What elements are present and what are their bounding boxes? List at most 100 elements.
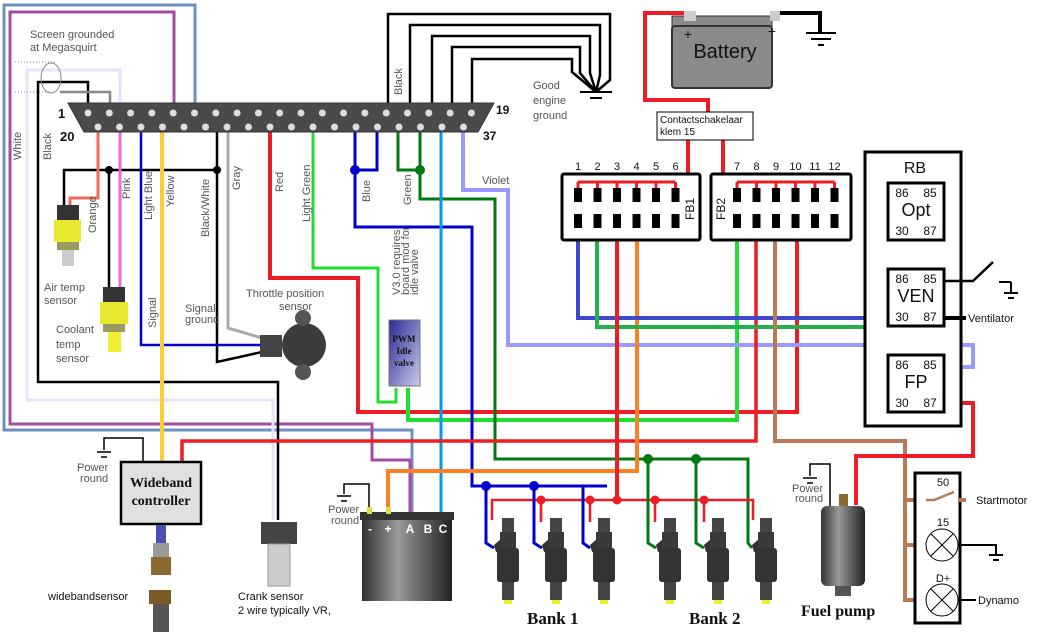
connector-pin [288,123,295,131]
pin-label-1: 1 [58,106,65,121]
fuse-slot [652,188,660,202]
fuse-slot [671,188,680,202]
wire-blue-inj2 [532,486,543,550]
coil-power-ground-label: Power [328,504,360,516]
wire-red-battery [643,11,710,112]
fuse-slot [613,214,621,228]
label-black-white: Black/White [200,179,212,237]
air-temp-sensor [54,205,81,266]
junction-dot [536,495,546,505]
connector-pin [374,123,381,131]
coil-pin-label: - [368,522,372,536]
battery-ground-symbol [806,32,836,46]
fuse-slot [632,188,641,202]
wire-orange [68,127,100,205]
fuse-slot [593,214,602,228]
wire-ground-3 [430,34,598,113]
power-ground-symbol [97,437,144,462]
label-orange: Orange [87,196,99,233]
wire-green-down [418,170,750,536]
ventilator-label: Ventilator [968,313,1014,325]
wire-green [396,127,422,172]
fuse-slot [791,188,800,202]
label-pink: Pink [121,177,133,199]
fuse-slot [811,214,819,228]
connector-pin [84,109,92,117]
wire-blue-inj [484,486,495,550]
coil-pin-label: C [439,522,448,536]
svg-text:86: 86 [895,186,909,200]
connector-pin [202,123,209,131]
connector-pin [318,109,326,117]
junction-dot [529,481,539,491]
fuse-number: 9 [773,161,779,173]
power-ground-label: Power [77,462,109,474]
dynamo-label: Dynamo [978,595,1019,607]
fuse-number: 2 [594,161,600,173]
connector-pins-bottom [94,123,467,131]
ignition-switch-box: Contactschakelaar klem 15 [656,111,754,141]
coolant-temp-sensor [100,287,128,352]
coolant-temp-label-2: temp [56,339,80,351]
label-green: Green [402,174,414,205]
connector-pin [438,123,446,131]
junction-dot [481,481,491,491]
wire-red-rail [490,498,755,520]
db37-connector: 1 20 19 37 [58,102,510,144]
throttle-position-sensor [260,310,326,380]
connector-pin [159,123,166,131]
tps-label: Throttle position [246,288,324,300]
fuse-slot [752,214,761,228]
ground-symbol [580,91,612,99]
junction-dot [415,165,425,175]
fuse-slot [574,188,582,202]
fuse-number: 7 [734,161,740,173]
svg-text:30: 30 [895,310,909,324]
coil-ground-symbol [337,483,370,507]
fuse-box-fb1: FB1 [560,172,702,242]
label-black-ground: Black [393,68,405,95]
svg-text:87: 87 [923,224,937,238]
wire-light-blue-signal [139,127,262,347]
wire-green-inj3 [746,520,754,549]
svg-text:+: + [684,26,692,42]
air-temp-label-2: sensor [44,295,77,307]
label-white: White [12,132,24,160]
tps-label-2: sensor [279,301,312,313]
svg-text:valve: valve [394,358,414,368]
fuse-slot [772,188,780,202]
pin-label-20: 20 [60,129,74,144]
svg-text:klem 15: klem 15 [660,127,695,138]
battery: Battery + − [671,11,780,89]
fuel-pump [821,494,865,596]
fuse-slot [811,188,819,202]
wire-black-screen [36,80,280,520]
connector-pin [127,109,135,117]
connector-pin [169,109,177,117]
fuse-slot [830,188,839,202]
svg-text:87: 87 [923,396,937,410]
svg-text:85: 85 [923,272,937,286]
fuse-slot [733,214,741,228]
fuel-injector [542,518,567,604]
connector-pin [309,123,317,131]
bank2-label: Bank 2 [689,609,741,628]
wire-orange-coil [386,230,639,507]
label-light-blue: Light Blue [143,171,155,220]
crank-label: Crank sensor [238,591,304,603]
label-gray: Gray [231,166,243,190]
svg-text:Battery: Battery [693,41,756,63]
svg-text:Idle: Idle [396,346,411,356]
screen-note-2: at Megasquirt [30,42,97,54]
wire-brown [773,230,925,602]
wire-fb-green [595,230,898,370]
wire-black-sensor-ground [62,168,217,205]
connector-pin [266,123,274,131]
wire-red-main [268,127,799,414]
svg-text:D+: D+ [936,573,950,585]
coolant-temp-label: Coolant [56,324,94,336]
fuse-slot [574,214,582,228]
svg-text:VEN: VEN [897,286,934,306]
svg-text:85: 85 [923,186,937,200]
